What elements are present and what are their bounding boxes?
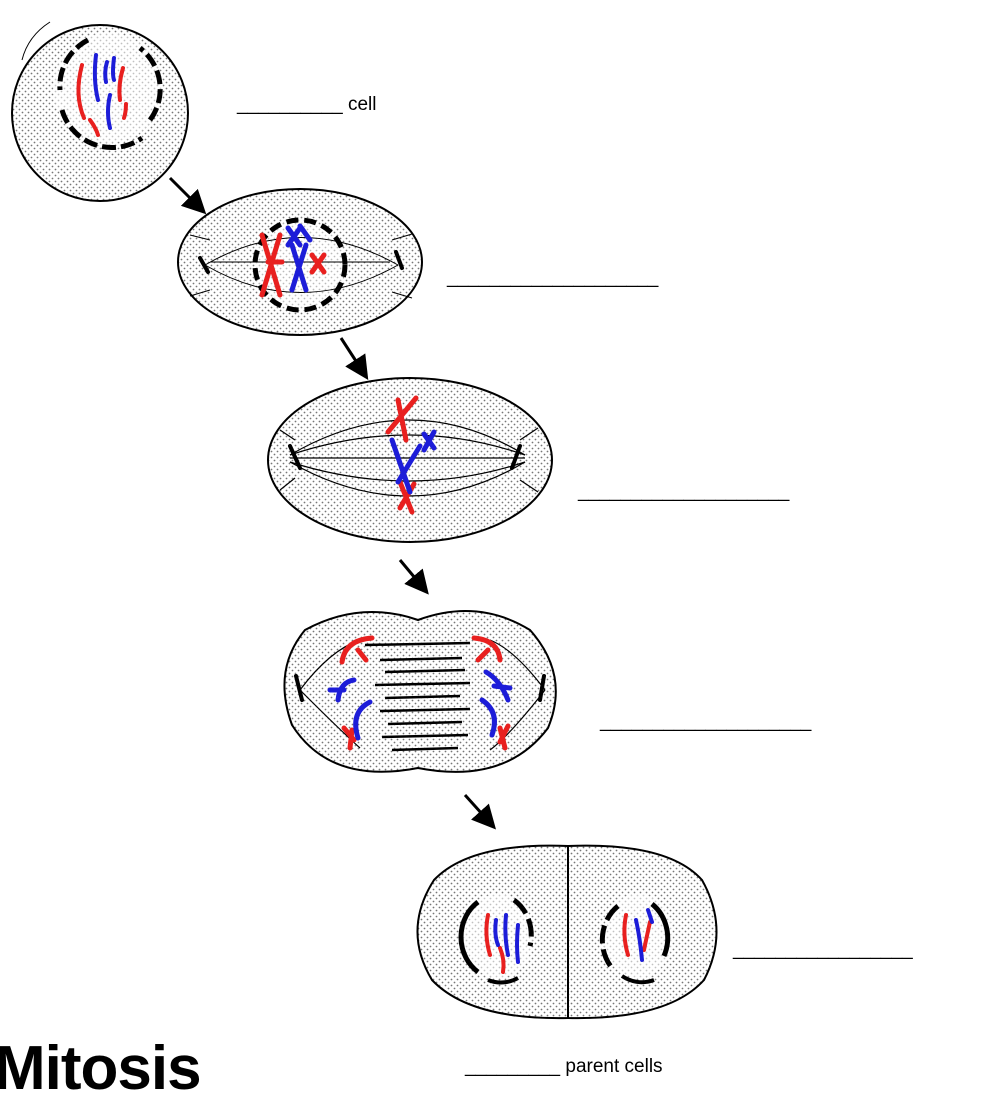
- chromosomes-stage-1: [76, 53, 128, 137]
- diagram-title: Mitosis: [0, 1034, 202, 1103]
- label-stage-2: ____________________: [447, 267, 659, 288]
- cell-stage-5: [416, 844, 718, 1020]
- label-stage-4: ____________________: [600, 711, 812, 732]
- chromosomes-stage-3: [385, 395, 437, 515]
- cell-stage-4: [283, 610, 557, 773]
- label-daughter-cells: _________ parent cells: [465, 1056, 663, 1077]
- label-stage-3: ____________________: [578, 481, 790, 502]
- arrow-4: [463, 793, 497, 830]
- chromosomes-stage-5: [484, 908, 654, 974]
- cell-stage-1: [11, 21, 189, 202]
- chromosomes-stage-4: [327, 635, 513, 751]
- label-stage-1: __________ cell: [237, 94, 377, 115]
- arrow-3: [398, 559, 429, 595]
- arrow-1: [168, 176, 207, 215]
- arrow-2: [339, 337, 369, 381]
- label-stage-5: _________________: [733, 939, 913, 960]
- chromosomes-stage-2: [259, 223, 327, 298]
- cell-stage-3: [267, 377, 553, 543]
- cell-stage-2: [177, 188, 423, 336]
